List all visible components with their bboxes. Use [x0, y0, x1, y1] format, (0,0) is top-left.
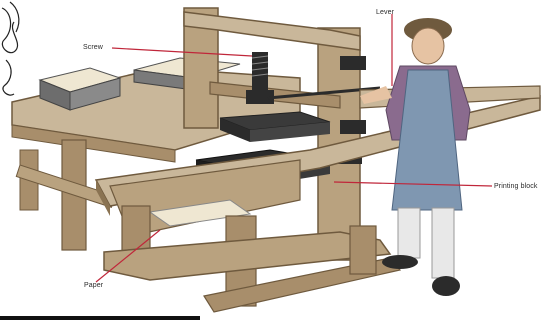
lever-label: Lever [376, 9, 394, 16]
paper-label: Paper [84, 282, 103, 289]
bottom-bar [0, 316, 200, 320]
swirl-ornament-icon [2, 2, 19, 95]
printing-block-label: Printing block [494, 183, 537, 190]
screw-label: Screw [83, 44, 103, 51]
